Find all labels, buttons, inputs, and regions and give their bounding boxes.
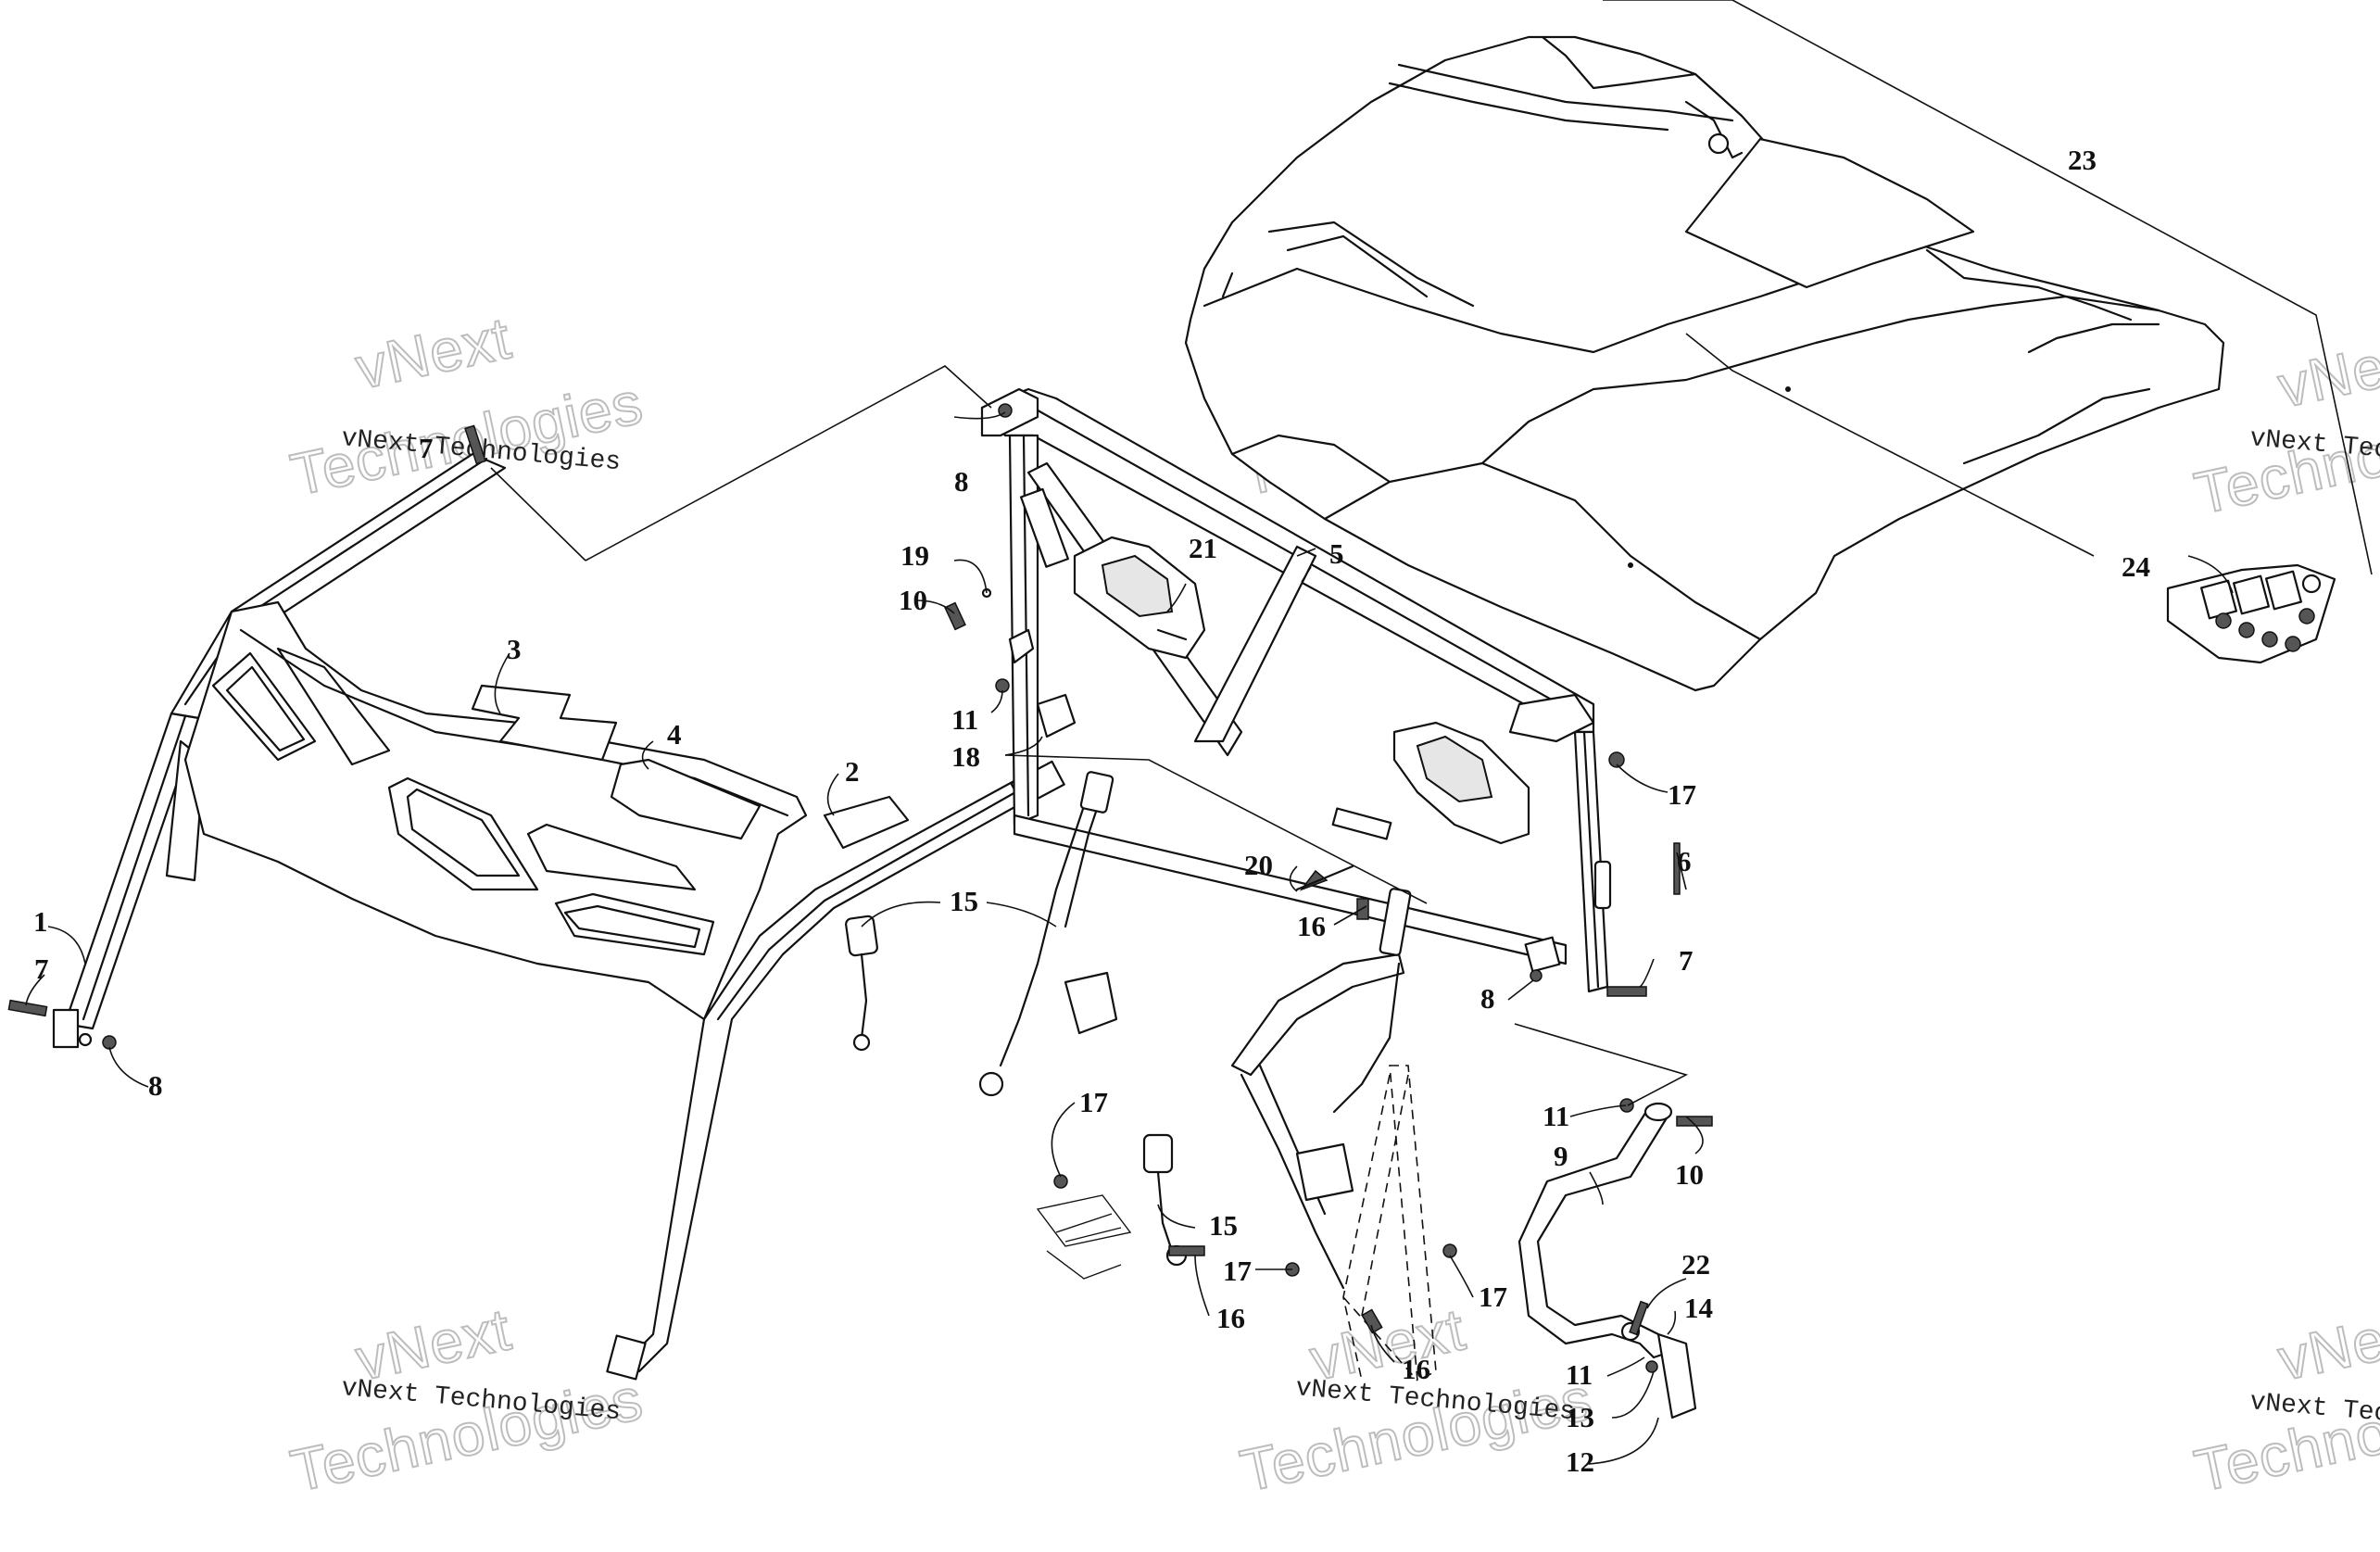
floor-bracket (1342, 1065, 1437, 1382)
label-18: 18 (951, 740, 980, 773)
label-4: 4 (667, 718, 682, 751)
label-12: 12 (1566, 1445, 1594, 1478)
label-2: 2 (845, 755, 860, 788)
label-7-top: 7 (419, 432, 434, 464)
grab-handle-left (1073, 536, 1206, 660)
front-roll-cage (52, 452, 1065, 1381)
label-8-center: 8 (954, 465, 969, 498)
seatbelt-right (1142, 888, 1412, 1290)
seatbelt-left (845, 771, 1118, 1097)
label-16-bottom-center: 16 (1402, 1353, 1430, 1385)
label-14: 14 (1684, 1292, 1713, 1324)
label-19: 19 (900, 539, 929, 572)
svg-text:vNext: vNext (350, 304, 517, 401)
label-3: 3 (507, 633, 522, 665)
label-16-top: 16 (1297, 910, 1326, 942)
label-8-left: 8 (148, 1069, 163, 1102)
label-17-right: 17 (1479, 1281, 1507, 1313)
label-15-bottom: 15 (1209, 1209, 1238, 1242)
label-6: 6 (1677, 845, 1692, 877)
label-11-top: 11 (951, 703, 978, 736)
decal-4 (610, 758, 762, 840)
label-22: 22 (1681, 1248, 1710, 1281)
label-11-right: 11 (1543, 1100, 1569, 1132)
svg-text:vNext: vNext (2273, 322, 2380, 420)
part-labels: 1 2 3 4 5 6 7 7 7 8 8 8 9 10 10 11 11 11… (33, 144, 2150, 1478)
label-17-mid: 17 (1223, 1255, 1252, 1287)
label-15-top: 15 (950, 885, 978, 917)
decal-2 (823, 795, 910, 850)
mounting-kit (2166, 563, 2336, 664)
label-8-right: 8 (1480, 982, 1495, 1015)
leader-lines (25, 333, 2234, 1465)
watermark-bottom-right: vNext Technologies vNext Technologies (2188, 1294, 2380, 1505)
label-24: 24 (2122, 550, 2150, 583)
grab-handle-right (1392, 721, 1530, 845)
floor-plate (1036, 1194, 1132, 1280)
label-16-bottom-left: 16 (1216, 1302, 1245, 1334)
label-17-right-top: 17 (1668, 778, 1696, 811)
rear-frame (980, 387, 1612, 993)
label-5: 5 (1329, 537, 1344, 570)
label-23: 23 (2068, 144, 2097, 176)
fasteners (7, 403, 1713, 1336)
label-7-left: 7 (34, 953, 49, 985)
label-10-right: 10 (1675, 1158, 1704, 1191)
label-9: 9 (1554, 1140, 1568, 1172)
label-11-bottom: 11 (1566, 1358, 1593, 1391)
label-17-left: 17 (1079, 1086, 1108, 1118)
watermark-bottom-left: vNext Technologies vNext Technologies (284, 1294, 649, 1505)
svg-text:vNext: vNext (2273, 1295, 2380, 1393)
label-20: 20 (1244, 849, 1273, 881)
label-10-top: 10 (899, 584, 927, 616)
label-1: 1 (33, 905, 48, 938)
label-21: 21 (1189, 532, 1217, 564)
decal-3 (471, 684, 618, 762)
rear-bar (1517, 1102, 1697, 1420)
roof-panel (1184, 35, 2225, 692)
label-13: 13 (1566, 1401, 1594, 1433)
label-7-right: 7 (1679, 944, 1694, 977)
roof-leader (1603, 0, 2373, 575)
